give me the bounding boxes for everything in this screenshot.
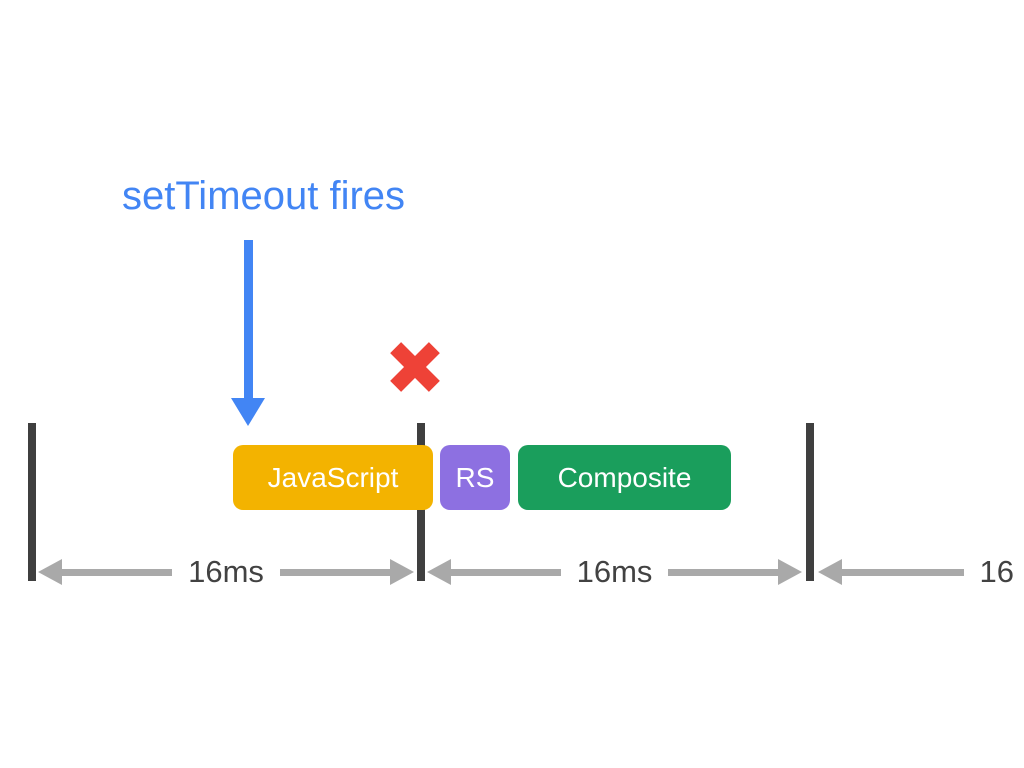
settimeout-fires-label: setTimeout fires [122,174,406,218]
frame-boundary-bar [806,423,814,581]
arrow-line [842,568,964,576]
measurement-arrow-frame-1: 16ms [38,554,414,589]
arrowhead-right-icon [778,559,802,585]
measurement-label: 16 [979,554,1014,589]
down-arrow-head-icon [231,398,265,426]
task-block-composite: Composite [518,445,731,510]
measurement-label: 16ms [188,554,264,589]
x-mark-icon [384,336,446,403]
arrow-line [668,568,778,576]
task-block-javascript: JavaScript [233,445,433,510]
arrowhead-left-icon [38,559,62,585]
arrow-line [451,568,561,576]
measurement-arrow-frame-3: 16 [818,554,1024,589]
down-arrow-icon [244,240,253,400]
arrow-line [279,568,390,576]
arrowhead-right-icon [390,559,414,585]
measurement-arrow-frame-2: 16ms [427,554,802,589]
task-block-rs: RS [440,445,510,510]
arrowhead-left-icon [818,559,842,585]
arrow-line [62,568,173,576]
arrowhead-left-icon [427,559,451,585]
measurement-label: 16ms [576,554,653,589]
frame-boundary-bar [28,423,36,581]
